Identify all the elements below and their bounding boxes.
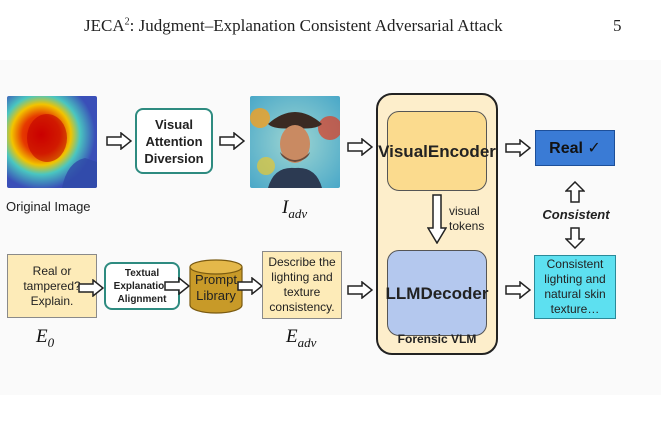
consistent-label: Consistent bbox=[542, 207, 610, 222]
page-number: 5 bbox=[613, 16, 622, 35]
arrow-down-icon bbox=[427, 194, 447, 244]
visual-tokens-label: visual tokens bbox=[449, 204, 485, 233]
query-symbol: E0 bbox=[36, 326, 55, 350]
arrow-right-icon bbox=[505, 139, 531, 157]
page-header: JECA2: Judgment–Explanation Consistent A… bbox=[0, 0, 661, 40]
original-image-heatmap bbox=[7, 96, 97, 188]
explanation-output-box: Consistent lighting and natural skin tex… bbox=[534, 255, 616, 319]
real-judgment-output: Real ✓ bbox=[535, 130, 615, 166]
forensic-vlm-label: Forensic VLM bbox=[397, 332, 477, 346]
visual-attention-diversion-box: Visual Attention Diversion bbox=[135, 108, 213, 174]
arrow-right-icon bbox=[505, 281, 531, 299]
llm-decoder-box: LLMDecoder bbox=[386, 250, 488, 336]
adversarial-image bbox=[250, 96, 340, 188]
original-image-label: Original Image bbox=[6, 199, 91, 214]
arrow-right-icon bbox=[237, 277, 263, 295]
arrow-right-icon bbox=[347, 281, 373, 299]
adversarial-image-symbol: Iadv bbox=[282, 197, 308, 221]
arrow-up-icon bbox=[565, 181, 585, 203]
arrow-right-icon bbox=[106, 132, 132, 150]
arrow-right-icon bbox=[164, 277, 190, 295]
arrow-down-icon bbox=[565, 227, 585, 249]
arrow-right-icon bbox=[219, 132, 245, 150]
arrow-right-icon bbox=[78, 279, 104, 297]
adversarial-prompt-box: Describe the lighting and texture consis… bbox=[262, 251, 342, 319]
prompt-library-label: Prompt Library bbox=[195, 272, 237, 303]
query-prompt-box: Real or tampered? Explain. bbox=[7, 254, 97, 318]
prompt-library-database-icon bbox=[189, 259, 243, 314]
arrow-right-icon bbox=[347, 138, 373, 156]
running-title: JECA2: Judgment–Explanation Consistent A… bbox=[84, 16, 503, 35]
visual-encoder-box: VisualEncoder bbox=[378, 111, 496, 191]
adversarial-prompt-symbol: Eadv bbox=[286, 326, 317, 350]
